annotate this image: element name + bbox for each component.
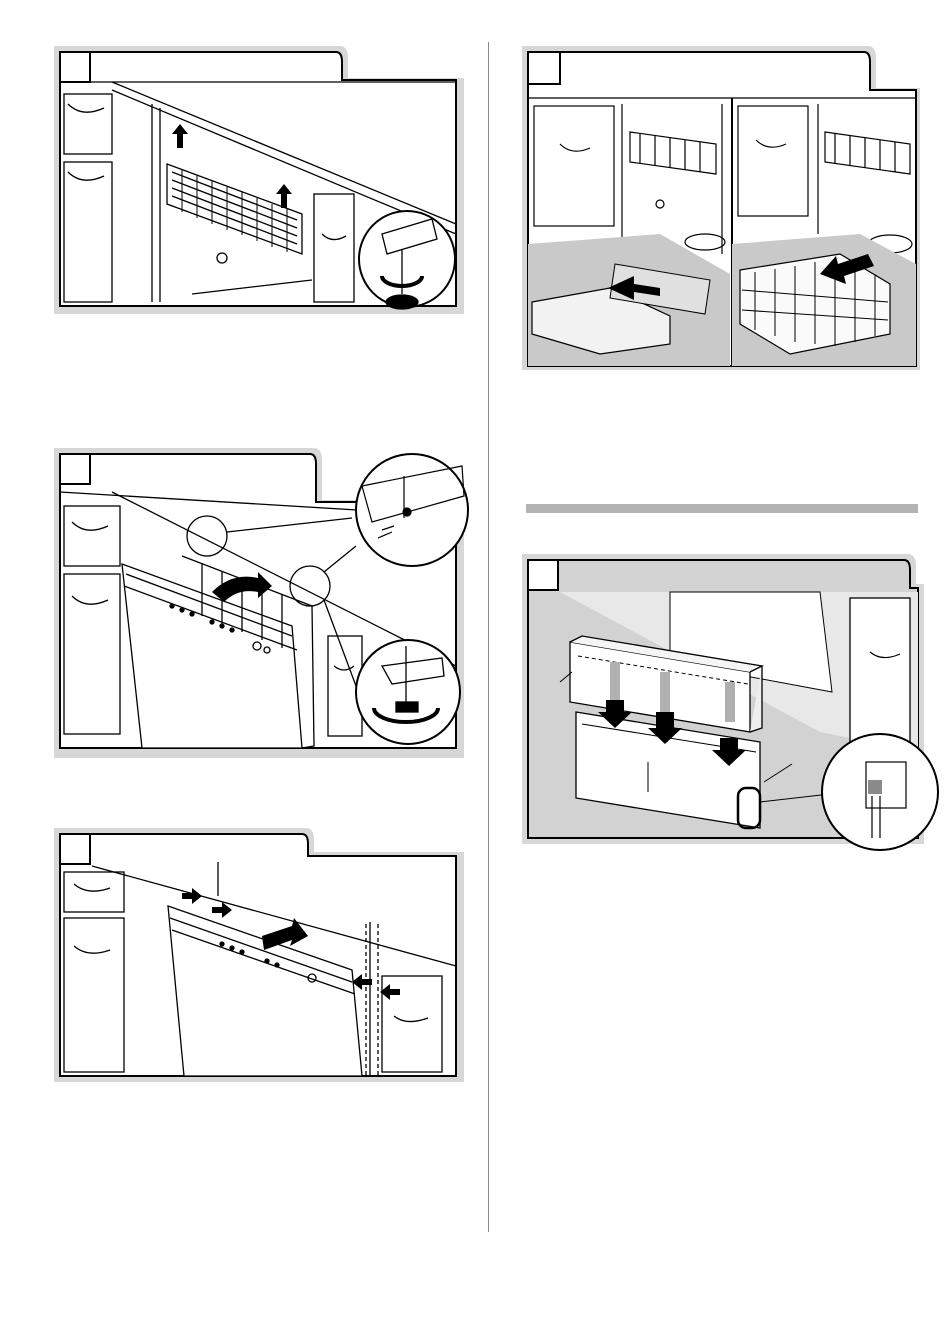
step-panel-align-door [52,826,472,1086]
section-rule [526,504,918,513]
step-panel-towel-rack [520,44,924,374]
align-door-illustration [52,826,472,1086]
toe-panel-illustration [520,552,944,860]
step-number [529,53,557,81]
step-number [61,53,89,81]
upper-rack-illustration [52,44,472,324]
step-panel-door-stops [52,446,472,766]
column-divider [488,42,489,1232]
step-number [61,835,89,863]
step-panel-toe-panel [520,552,944,860]
step-number [61,455,89,483]
door-stops-illustration [52,446,472,766]
step-number [529,561,557,589]
towel-rack-illustration [520,44,924,374]
step-panel-upper-rack [52,44,472,324]
